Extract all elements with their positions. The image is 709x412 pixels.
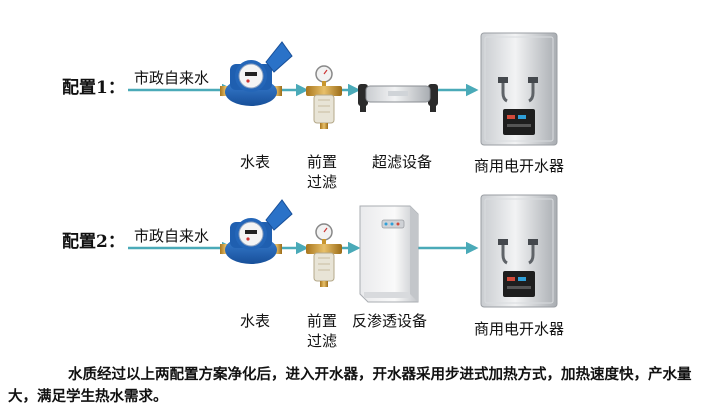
description-note: 水质经过以上两配置方案净化后，进入开水器，开水器采用步进式加热方式，加热速度快，…	[8, 366, 692, 405]
prefilter-label-line-1: 前置	[306, 153, 337, 171]
prefilter-label-line-2: 过滤	[306, 332, 337, 350]
config-label-1: 配置1：	[62, 78, 125, 98]
prefilter-label-1: 前置 过滤	[302, 152, 342, 192]
water-boiler-icon	[480, 32, 558, 146]
meter-label-1: 水表	[240, 153, 271, 171]
water-meter-icon	[220, 199, 293, 264]
boiler-label-2: 商用电开水器	[474, 320, 565, 338]
source-label-1: 市政自来水	[134, 69, 210, 87]
water-meter-icon	[220, 41, 293, 106]
treatment-label-1: 超滤设备	[372, 153, 433, 171]
prefilter-label-line-1: 前置	[306, 312, 337, 330]
water-boiler-icon	[480, 194, 558, 308]
meter-label-2: 水表	[240, 312, 271, 330]
source-label-2: 市政自来水	[134, 227, 210, 245]
row-2	[128, 194, 558, 308]
ultrafiltration-icon	[358, 84, 438, 112]
config-label-2: 配置2：	[62, 232, 125, 252]
reverse-osmosis-icon	[359, 205, 419, 303]
prefilter-icon	[306, 223, 342, 287]
prefilter-label-line-2: 过滤	[306, 173, 337, 191]
boiler-label-1: 商用电开水器	[474, 157, 565, 175]
prefilter-label-2: 前置 过滤	[302, 311, 342, 351]
row-1	[128, 32, 558, 146]
prefilter-icon	[306, 65, 342, 129]
treatment-label-2: 反渗透设备	[352, 312, 428, 330]
